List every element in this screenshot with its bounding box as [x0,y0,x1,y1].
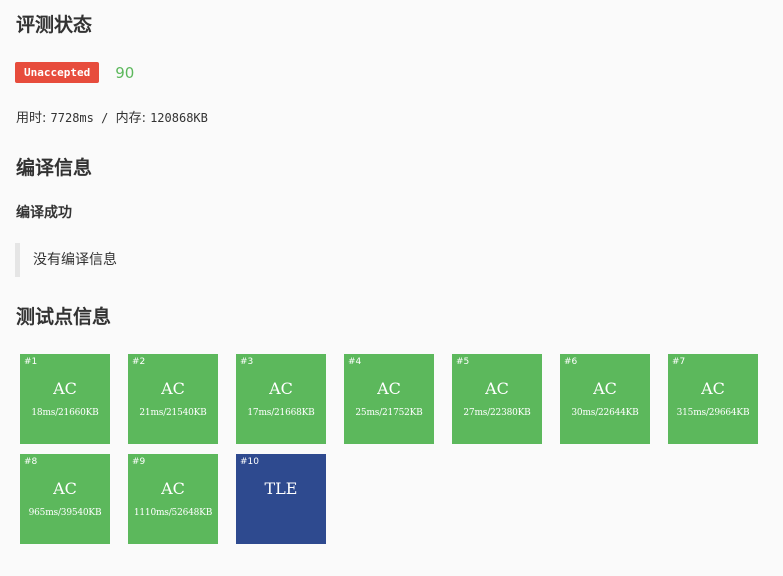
status-badge: Unaccepted [15,62,100,83]
testcase-usage: 1110ms/52648KB [133,508,213,518]
testcase-number: #8 [24,457,38,467]
time-value: 7728ms [50,111,94,125]
testcase-number: #7 [672,357,686,367]
memory-value: 120868KB [150,111,208,125]
compile-heading: 编译信息 [16,157,93,179]
status-row: Unaccepted 90 [15,62,134,83]
compile-message: 没有编译信息 [15,243,117,277]
testcase-result: AC [161,479,185,498]
testcase-usage: 315ms/29664KB [676,408,750,418]
testcase-number: #3 [240,357,254,367]
usage-separator: / [93,111,116,125]
testcase-usage: 18ms/21660KB [31,408,99,418]
score-value: 90 [115,63,135,82]
compile-status: 编译成功 [16,205,72,221]
status-heading: 评测状态 [16,14,93,36]
memory-label: 内存: [115,111,151,126]
testcase-usage: 21ms/21540KB [139,408,207,418]
testcase-number: #9 [132,457,146,467]
testcase-result: AC [485,379,509,398]
testcase-result: AC [377,379,401,398]
testcase-result: AC [269,379,293,398]
testcase-usage: 30ms/22644KB [571,408,639,418]
testcase-result: TLE [264,479,298,498]
testcase-usage: 25ms/21752KB [355,408,423,418]
testcase-result: AC [53,479,77,498]
testcase-number: #5 [456,357,470,367]
testcase-result: AC [161,379,185,398]
resource-usage: 用时: 7728ms / 内存: 120868KB [16,107,208,126]
testcase-usage: 17ms/21668KB [247,408,315,418]
testcase-result: AC [53,379,77,398]
testcase-usage: 965ms/39540KB [28,508,102,518]
testcase-usage: 27ms/22380KB [463,408,531,418]
testcase-result: AC [701,379,725,398]
testcase-number: #10 [240,457,259,467]
time-label: 用时: [16,111,51,126]
testcase-number: #1 [24,357,38,367]
tests-heading: 测试点信息 [16,306,112,328]
testcase-number: #6 [564,357,578,367]
testcase-result: AC [593,379,617,398]
testcase-number: #2 [132,357,146,367]
testcase-number: #4 [348,357,362,367]
